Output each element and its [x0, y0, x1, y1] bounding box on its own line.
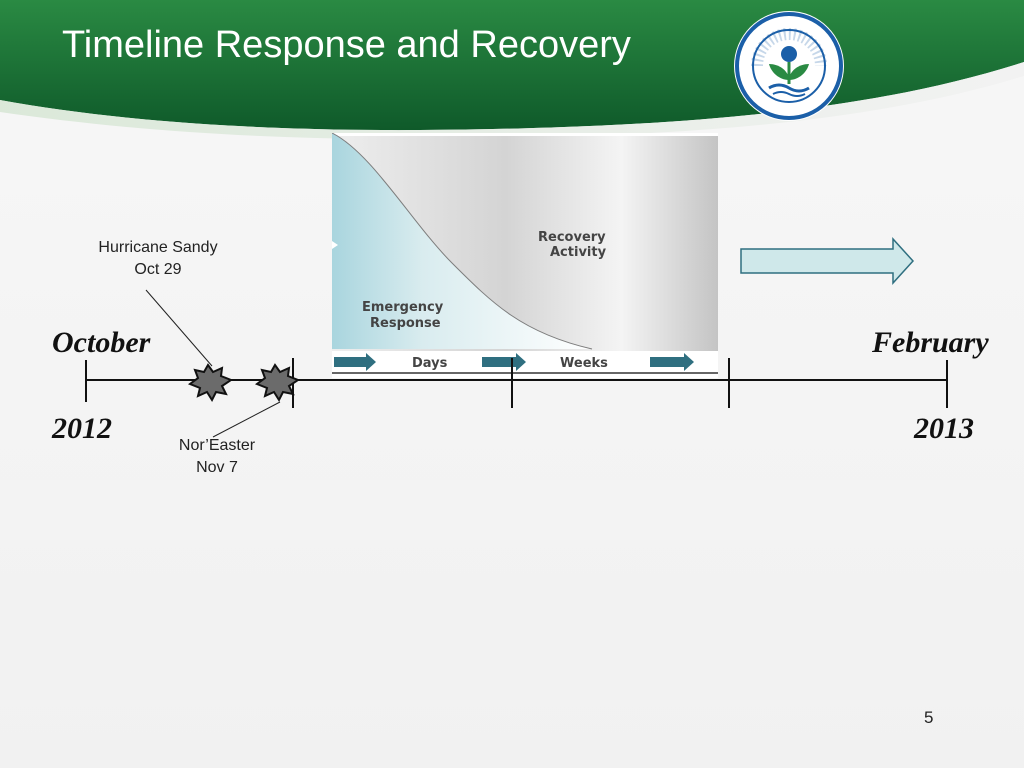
hurricane-sandy-annotation: Hurricane Sandy Oct 29 — [78, 237, 238, 281]
axis-days-label: Days — [412, 356, 448, 371]
axis-arrow-icon — [482, 353, 526, 371]
start-month-label: October — [52, 326, 151, 359]
right-arrow-icon — [740, 237, 915, 285]
slide-title: Timeline Response and Recovery — [62, 24, 631, 66]
noreaster-leader-line — [212, 401, 281, 438]
emergency-label-line1: Emergency — [362, 300, 444, 315]
noreaster-annotation: Nor’Easter Nov 7 — [152, 435, 282, 479]
page-number: 5 — [924, 708, 934, 727]
event-date: Oct 29 — [134, 261, 182, 278]
recovery-label-line1: Recovery — [538, 230, 606, 245]
response-recovery-graphic: Recovery Activity Emergency Response Day… — [332, 133, 718, 378]
end-month-label: February — [872, 326, 989, 359]
axis-arrow-icon — [650, 353, 694, 371]
hurricane-leader-line — [145, 289, 213, 367]
hurricane-sandy-burst-icon — [187, 363, 234, 403]
axis-arrow-icon — [334, 353, 376, 371]
event-name: Hurricane Sandy — [98, 239, 218, 256]
end-year-label: 2013 — [914, 412, 974, 445]
start-year-label: 2012 — [52, 412, 112, 445]
recovery-label-line2: Activity — [550, 245, 607, 260]
epa-seal-icon — [734, 11, 844, 121]
axis-weeks-label: Weeks — [560, 356, 608, 371]
emergency-label-line2: Response — [370, 316, 441, 331]
event-name: Nor’Easter — [178, 437, 256, 454]
noreaster-burst-icon — [254, 363, 301, 403]
event-date: Nov 7 — [196, 459, 238, 476]
